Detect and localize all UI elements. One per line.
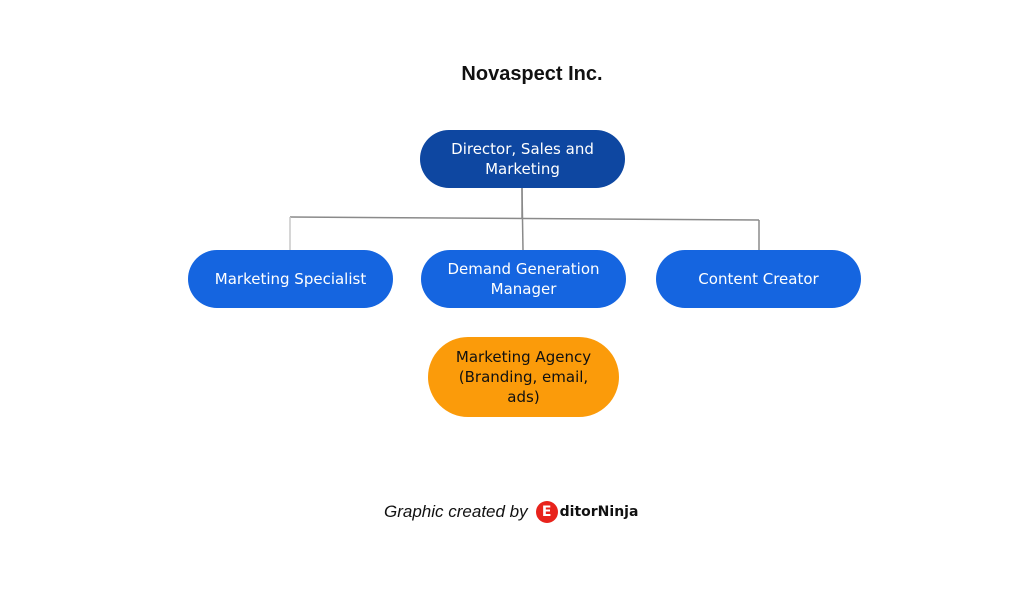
- node-demand-generation-manager: Demand Generation Manager: [421, 250, 626, 308]
- node-label-line: Manager: [490, 280, 557, 298]
- node-label-line: (Branding, email,: [458, 368, 589, 386]
- connector-horizontal: [289, 216, 760, 221]
- chart-title: Novaspect Inc.: [461, 63, 603, 85]
- node-marketing-specialist: Marketing Specialist: [188, 250, 393, 308]
- node-label-line: Marketing Agency: [455, 348, 592, 366]
- credit-line: Graphic created by E ditorNinja: [384, 499, 638, 525]
- node-label-line: Demand Generation: [447, 260, 600, 278]
- node-label-line: Marketing Specialist: [214, 270, 367, 288]
- node-label-line: ads): [507, 388, 540, 406]
- node-label-line: Director, Sales and: [451, 140, 594, 158]
- logo-mark-icon: E: [535, 501, 558, 523]
- connector-demand: [521, 187, 524, 251]
- editorninja-logo: E ditorNinja: [535, 501, 639, 523]
- node-director-sales-marketing: Director, Sales and Marketing: [420, 130, 625, 188]
- credit-text: Graphic created by: [384, 502, 528, 521]
- node-label-line: Content Creator: [698, 270, 819, 288]
- node-marketing-agency: Marketing Agency (Branding, email, ads): [428, 337, 619, 417]
- node-label-line: Marketing: [485, 160, 560, 178]
- node-content-creator: Content Creator: [656, 250, 861, 308]
- logo-wordmark: ditorNinja: [559, 504, 639, 520]
